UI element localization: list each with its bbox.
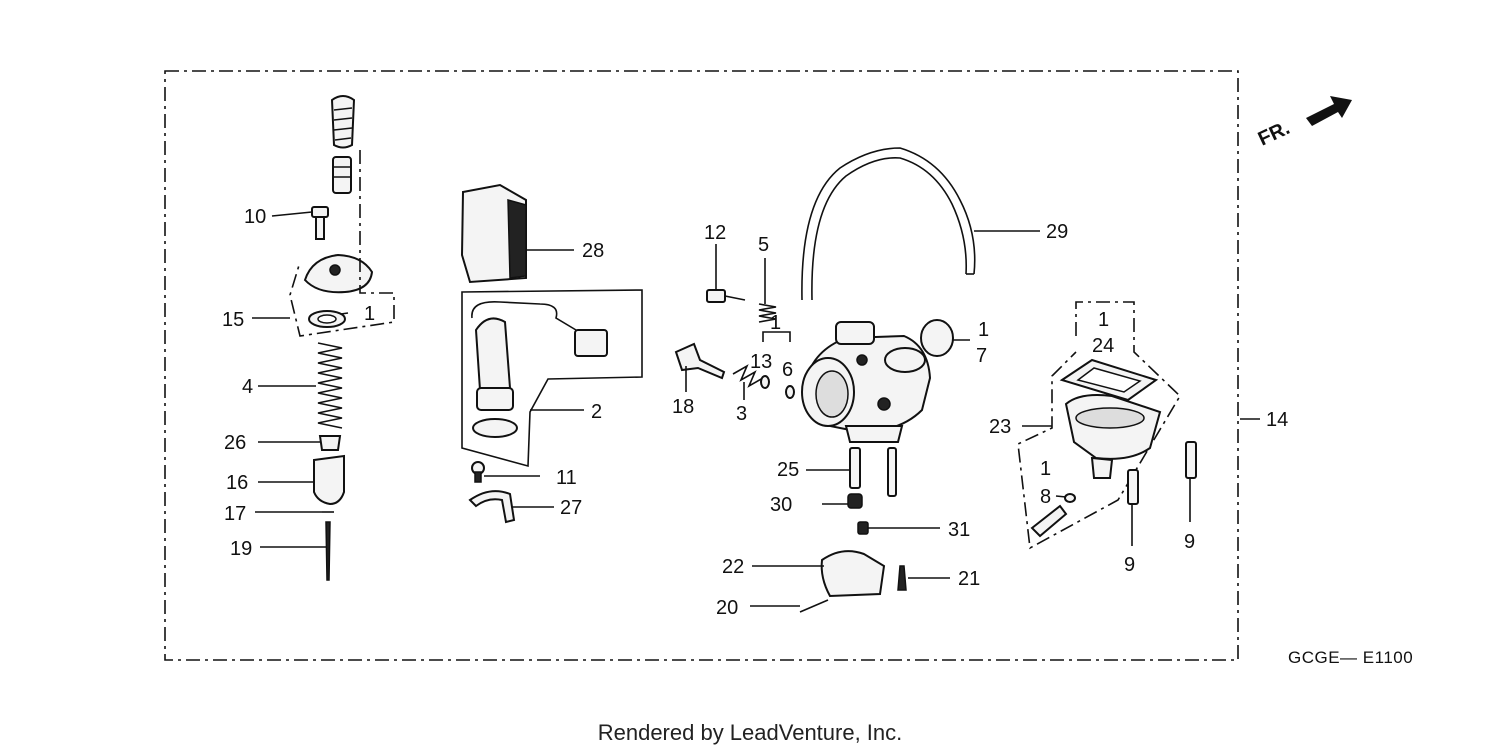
callout-1-screw: 1 [770, 312, 781, 334]
float-needle-valve [897, 565, 907, 591]
screw-9-a [1127, 469, 1139, 505]
callout-1-oring: 1 [978, 319, 989, 341]
callout-5: 5 [758, 234, 769, 256]
bracket-1-6-13 [762, 331, 791, 342]
float-pin [799, 599, 829, 613]
callout-27: 27 [560, 497, 582, 519]
callout-9-right: 9 [1184, 531, 1195, 553]
callout-20: 20 [716, 597, 738, 619]
callout-26: 26 [224, 432, 246, 454]
callout-1-chamber: 1 [1098, 309, 1109, 331]
air-screw [674, 342, 726, 380]
spring-3 [732, 364, 764, 388]
carb-top-cap [303, 253, 374, 294]
callout-1-drain: 1 [1040, 458, 1051, 480]
callout-15: 15 [222, 309, 244, 331]
assembly-frame [164, 70, 1239, 661]
spring-seat [318, 435, 342, 451]
carburetor-body [801, 321, 932, 443]
auto-choke-unit [471, 301, 608, 438]
callout-4: 4 [242, 376, 253, 398]
callout-21: 21 [958, 568, 980, 590]
callout-18: 18 [672, 396, 694, 418]
callout-12: 12 [704, 222, 726, 244]
callout-16: 16 [226, 472, 248, 494]
callout-14: 14 [1266, 409, 1288, 431]
front-indicator-label: FR. [1255, 117, 1293, 151]
screw-10 [311, 206, 329, 240]
o-ring-7 [920, 319, 954, 357]
washer-6 [785, 385, 795, 399]
callout-30: 30 [770, 494, 792, 516]
callout-31: 31 [948, 519, 970, 541]
callout-labels: 10 15 1 4 26 16 17 19 28 2 11 27 12 5 1 … [222, 206, 1288, 619]
choke-clamp [468, 490, 516, 524]
group-bracket-15 [289, 150, 395, 337]
choke-cover [460, 183, 527, 284]
callout-13: 13 [750, 351, 772, 373]
callout-23: 23 [989, 416, 1011, 438]
front-arrow-icon [1306, 96, 1352, 126]
callout-10: 10 [244, 206, 266, 228]
cap-gasket [308, 310, 346, 328]
choke-group-bracket [461, 289, 643, 468]
cable-adjuster [332, 156, 352, 194]
footer-credit: Rendered by LeadVenture, Inc. [598, 720, 903, 745]
callout-24: 24 [1092, 335, 1114, 357]
callout-8: 8 [1040, 486, 1051, 508]
callout-28: 28 [582, 240, 604, 262]
float-chamber-bracket [1017, 301, 1182, 550]
callout-22: 22 [722, 556, 744, 578]
callout-29: 29 [1046, 221, 1068, 243]
leader-lines [252, 211, 1260, 607]
diagram-code: GCGE— E1100 [1288, 648, 1413, 667]
screw-12 [706, 289, 746, 303]
callout-25: 25 [777, 459, 799, 481]
throttle-spring [317, 342, 343, 429]
screw-11 [471, 461, 485, 483]
main-jet [847, 493, 863, 509]
screw-9-b [1185, 441, 1197, 479]
slow-jet [857, 521, 869, 535]
throttle-cable-boot [330, 95, 356, 149]
float [820, 550, 886, 598]
callout-2: 2 [591, 401, 602, 423]
callout-3: 3 [736, 403, 747, 425]
spring-5 [758, 303, 777, 323]
o-ring-13 [760, 375, 770, 389]
callout-6: 6 [782, 359, 793, 381]
overflow-tube [801, 147, 976, 301]
drain-screw-o-ring [1064, 493, 1076, 503]
jet-needle [325, 521, 331, 581]
callout-7: 7 [976, 345, 987, 367]
float-chamber-gasket [1059, 358, 1159, 402]
front-indicator: FR. [1255, 96, 1352, 151]
callout-1-cap: 1 [364, 303, 375, 325]
throttle-valve [313, 454, 345, 506]
float-chamber [1064, 394, 1162, 479]
needle-jet-holder [849, 447, 897, 497]
drain-screw [1030, 504, 1068, 538]
callout-19: 19 [230, 538, 252, 560]
callout-9-left: 9 [1124, 554, 1135, 576]
callout-17: 17 [224, 503, 246, 525]
callout-11: 11 [556, 467, 577, 489]
